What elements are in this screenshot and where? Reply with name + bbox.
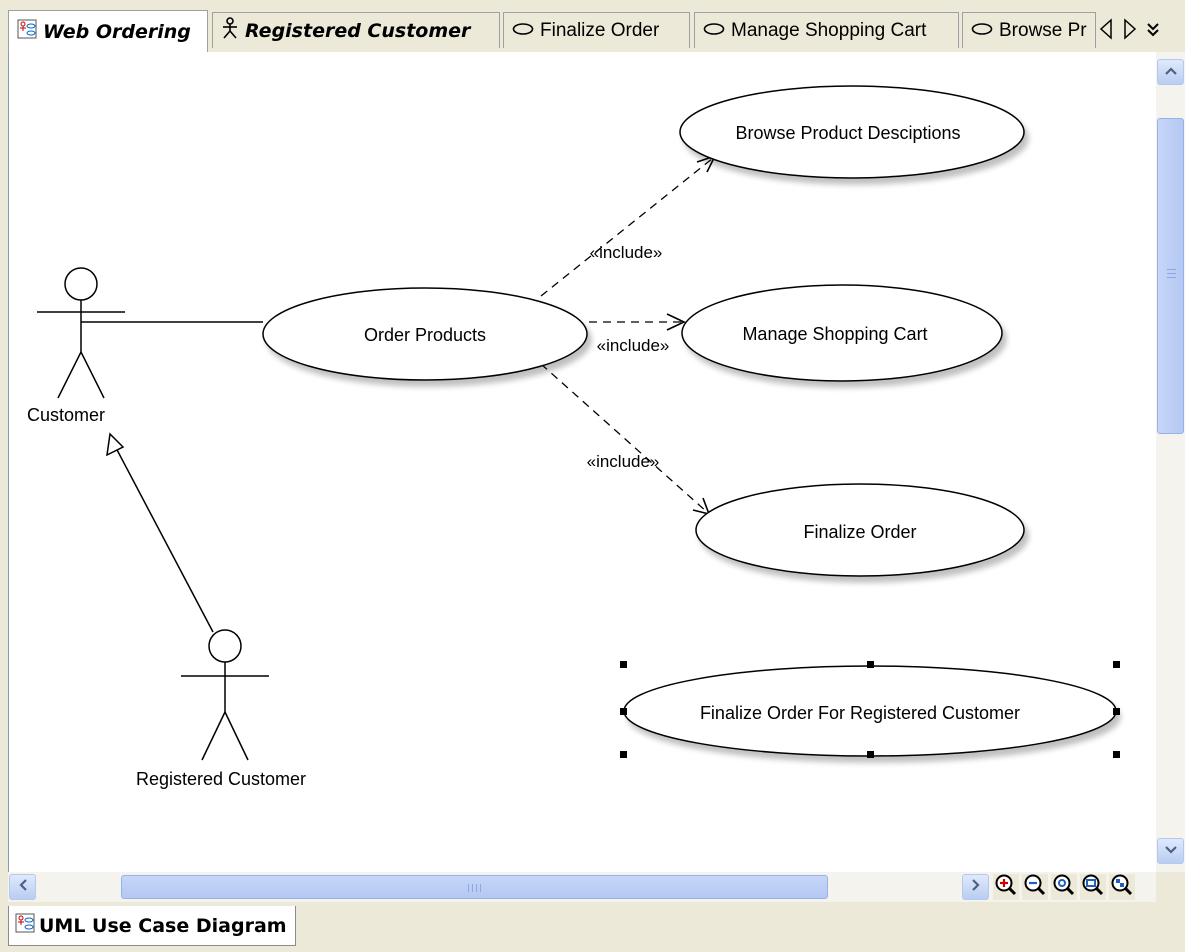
- tab-scroll-right-icon[interactable]: [1122, 17, 1138, 45]
- zoom-out-button[interactable]: [1022, 874, 1048, 900]
- scroll-left-button[interactable]: [9, 874, 36, 900]
- zoom-toolbar: [993, 874, 1135, 900]
- selection-handles[interactable]: [620, 661, 1120, 758]
- zoom-in-button[interactable]: [993, 874, 1019, 900]
- zoom-out-icon: [1023, 873, 1047, 902]
- actor-label-customer: Customer: [27, 405, 105, 425]
- tab-manage-shopping-cart[interactable]: Manage Shopping Cart: [694, 12, 959, 48]
- include-label-finalize: «include»: [587, 452, 660, 471]
- tab-label: Browse Pr: [999, 19, 1087, 41]
- tab-web-ordering[interactable]: Web Ordering: [8, 10, 208, 52]
- tab-navigation: [1098, 16, 1160, 46]
- use-case-icon: [703, 20, 725, 42]
- vertical-scrollbar[interactable]: [1156, 52, 1185, 872]
- tab-registered-customer[interactable]: Registered Customer: [212, 12, 500, 48]
- chevron-left-icon: [18, 878, 28, 897]
- generalization-line[interactable]: [114, 445, 214, 633]
- diagram-canvas[interactable]: Customer Registered Customer Order Produ…: [8, 52, 1157, 872]
- tab-scroll-left-icon[interactable]: [1098, 17, 1114, 45]
- include-relation-cart[interactable]: [589, 313, 686, 331]
- scroll-up-button[interactable]: [1157, 59, 1184, 85]
- actor-customer[interactable]: [37, 267, 125, 399]
- generalization-arrowhead: [106, 432, 125, 457]
- bottom-tab-label: UML Use Case Diagram: [39, 914, 287, 937]
- use-case-diagram-icon: [15, 913, 35, 938]
- vertical-scroll-thumb[interactable]: [1157, 118, 1184, 434]
- zoom-actual-size-button[interactable]: [1080, 874, 1106, 900]
- chevron-down-icon: [1164, 842, 1178, 860]
- horizontal-scrollbar[interactable]: [8, 872, 1156, 902]
- scroll-down-button[interactable]: [1157, 838, 1184, 864]
- horizontal-scroll-thumb[interactable]: [121, 875, 828, 899]
- include-label-browse: «include»: [590, 243, 663, 262]
- zoom-selection-icon: [1110, 873, 1134, 902]
- use-case-label-manage-cart: Manage Shopping Cart: [742, 324, 927, 344]
- actor-label-registered-customer: Registered Customer: [136, 769, 306, 789]
- zoom-in-icon: [994, 873, 1018, 902]
- include-label-cart: «include»: [597, 336, 670, 355]
- use-case-icon: [971, 20, 993, 42]
- use-case-order-products[interactable]: [262, 287, 588, 381]
- include-relation-browse[interactable]: [540, 154, 717, 297]
- use-case-diagram-icon: [17, 19, 37, 44]
- tab-label: Manage Shopping Cart: [731, 19, 927, 41]
- include-relation-finalize[interactable]: [540, 363, 711, 516]
- use-case-label-finalize-registered: Finalize Order For Registered Customer: [700, 703, 1020, 723]
- chevron-up-icon: [1164, 63, 1178, 81]
- zoom-fit-button[interactable]: [1051, 874, 1077, 900]
- scroll-right-button[interactable]: [962, 874, 989, 900]
- tab-browse-product-descriptions[interactable]: Browse Pr: [962, 12, 1096, 48]
- tab-finalize-order[interactable]: Finalize Order: [503, 12, 690, 48]
- use-case-icon: [512, 20, 534, 42]
- tab-label: Finalize Order: [540, 19, 660, 41]
- use-case-label-browse: Browse Product Desciptions: [735, 123, 960, 143]
- use-case-label-finalize: Finalize Order: [803, 522, 916, 542]
- use-case-finalize-order[interactable]: [695, 483, 1025, 577]
- chevron-right-icon: [971, 878, 981, 897]
- tab-list-chevron-icon[interactable]: [1146, 18, 1160, 45]
- use-case-manage-shopping-cart[interactable]: [681, 284, 1003, 382]
- actor-registered-customer[interactable]: [181, 629, 269, 761]
- zoom-selection-button[interactable]: [1109, 874, 1135, 900]
- use-case-diagram: Customer Registered Customer Order Produ…: [27, 85, 1120, 789]
- use-case-browse-product-descriptions[interactable]: [679, 85, 1025, 179]
- tab-label: Web Ordering: [43, 20, 191, 43]
- tab-label: Registered Customer: [245, 19, 471, 42]
- actor-icon: [221, 17, 239, 44]
- tab-uml-use-case-diagram[interactable]: UML Use Case Diagram: [8, 906, 296, 946]
- diagram-tab-bar: Web Ordering Registered Customer Finaliz…: [0, 0, 1185, 52]
- zoom-actual-size-icon: [1081, 873, 1105, 902]
- use-case-label-order-products: Order Products: [364, 325, 486, 345]
- zoom-fit-icon: [1052, 873, 1076, 902]
